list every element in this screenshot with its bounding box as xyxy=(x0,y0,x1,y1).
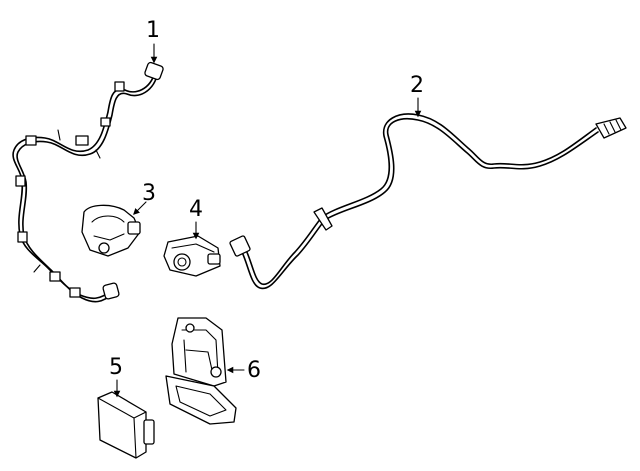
part-4-camera-module xyxy=(163,235,221,277)
part-5-control-module xyxy=(97,391,155,459)
part-6-bracket xyxy=(165,317,237,425)
callout-4: 4 xyxy=(189,197,203,222)
callout-3: 3 xyxy=(142,181,156,206)
part-1-wiring-harness xyxy=(12,61,164,303)
leader-arrows xyxy=(113,43,422,398)
part-2-camera-cable xyxy=(229,113,627,290)
callout-6: 6 xyxy=(247,358,261,383)
callout-2: 2 xyxy=(410,73,424,98)
callout-1: 1 xyxy=(146,18,160,43)
part-3-camera xyxy=(81,204,141,257)
callout-5: 5 xyxy=(109,355,123,380)
